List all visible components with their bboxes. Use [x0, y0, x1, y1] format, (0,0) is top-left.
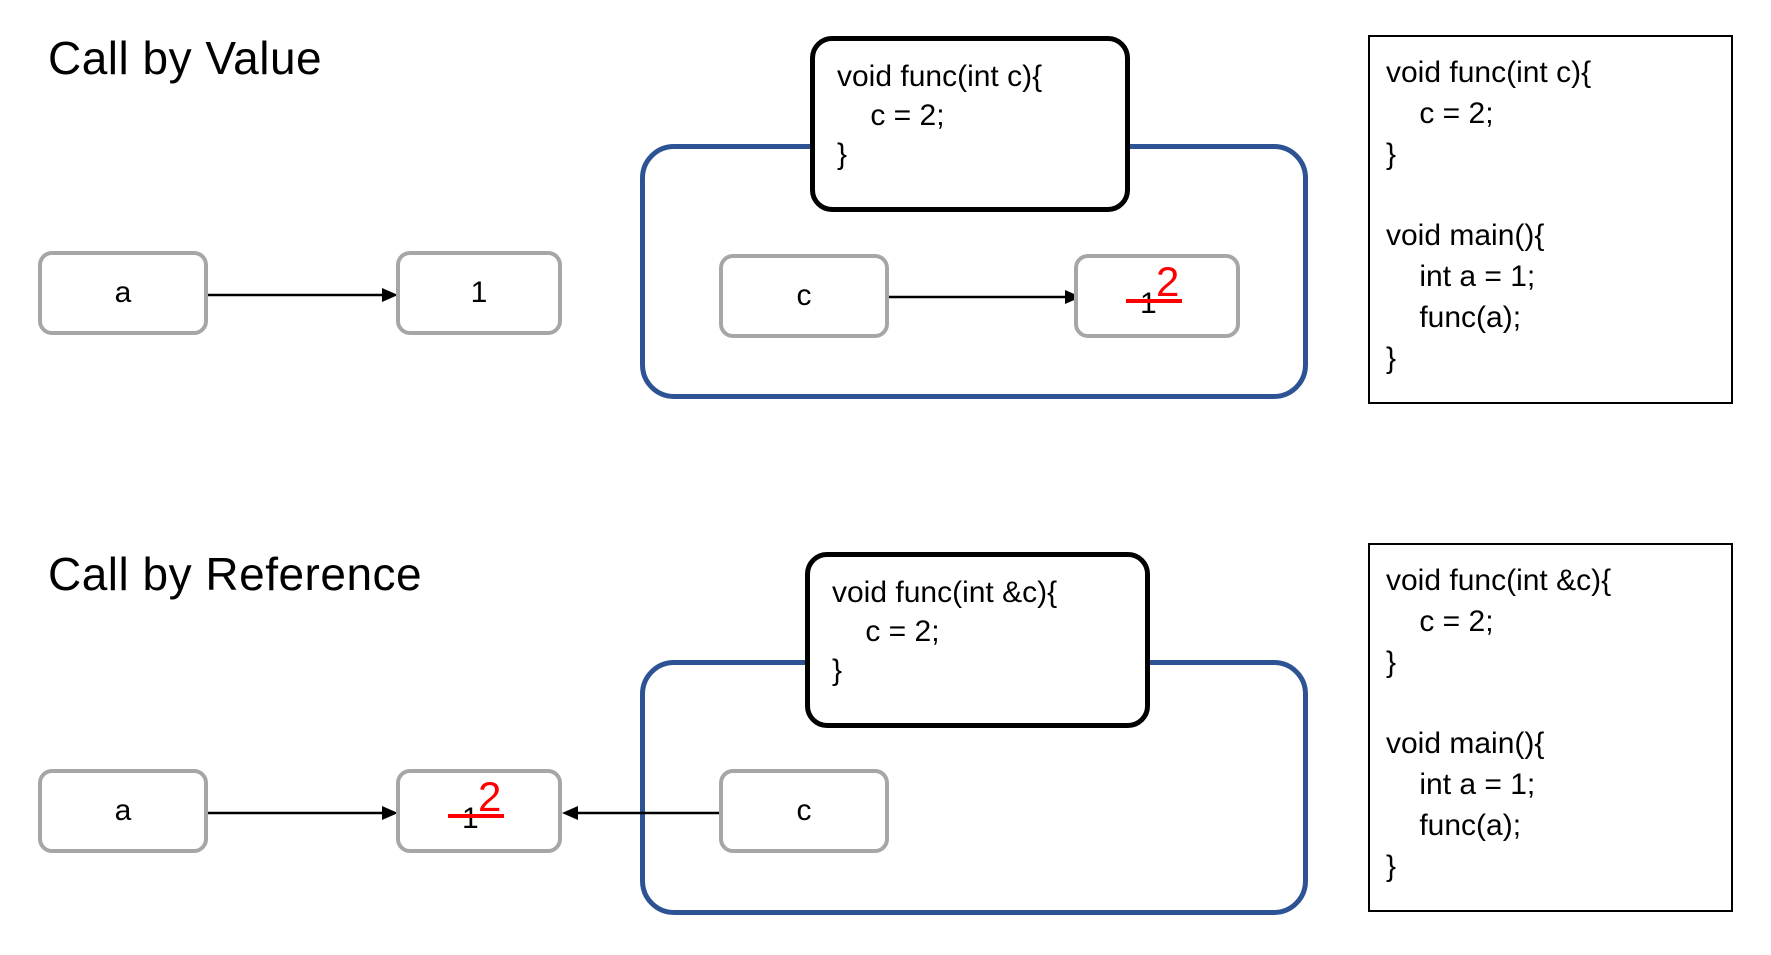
overwritten-value-group: 1 2: [1122, 261, 1192, 327]
variable-box-c-reference[interactable]: c: [719, 769, 889, 853]
variable-label: a: [114, 276, 132, 309]
value-box-shared-overwritten[interactable]: 1 2: [396, 769, 562, 853]
arrow-a-to-value-call-by-value: [208, 288, 398, 302]
strikethrough-line: [1126, 299, 1182, 303]
section-title-call-by-reference: Call by Reference: [48, 548, 423, 600]
function-definition-box-call-by-reference: void func(int &c){ c = 2; }: [805, 552, 1150, 728]
overwritten-value-group: 1 2: [444, 776, 514, 842]
old-value-label: 1: [1140, 287, 1157, 320]
variable-box-c-value[interactable]: c: [719, 254, 889, 338]
new-value-label: 2: [478, 773, 502, 820]
variable-box-a-reference[interactable]: a: [38, 769, 208, 853]
new-value-label: 2: [1156, 258, 1180, 305]
old-value-label: 1: [462, 802, 479, 835]
arrow-c-to-value-call-by-reference: [562, 806, 720, 820]
value-label: 1: [470, 276, 488, 309]
value-box-c-holds-overwritten[interactable]: 1 2: [1074, 254, 1240, 338]
code-panel-call-by-value: void func(int c){ c = 2; } void main(){ …: [1368, 35, 1733, 404]
variable-label: a: [114, 794, 132, 827]
arrow-a-to-value-call-by-reference: [208, 806, 398, 820]
section-title-call-by-value: Call by Value: [48, 32, 323, 84]
function-definition-box-call-by-value: void func(int c){ c = 2; }: [810, 36, 1130, 212]
variable-label: c: [796, 794, 812, 827]
variable-box-a-value[interactable]: a: [38, 251, 208, 335]
variable-label: c: [796, 279, 812, 312]
value-box-a-holds-one[interactable]: 1: [396, 251, 562, 335]
code-panel-call-by-reference: void func(int &c){ c = 2; } void main(){…: [1368, 543, 1733, 912]
arrow-c-to-value-call-by-value: [889, 290, 1081, 304]
strikethrough-line: [448, 814, 504, 818]
